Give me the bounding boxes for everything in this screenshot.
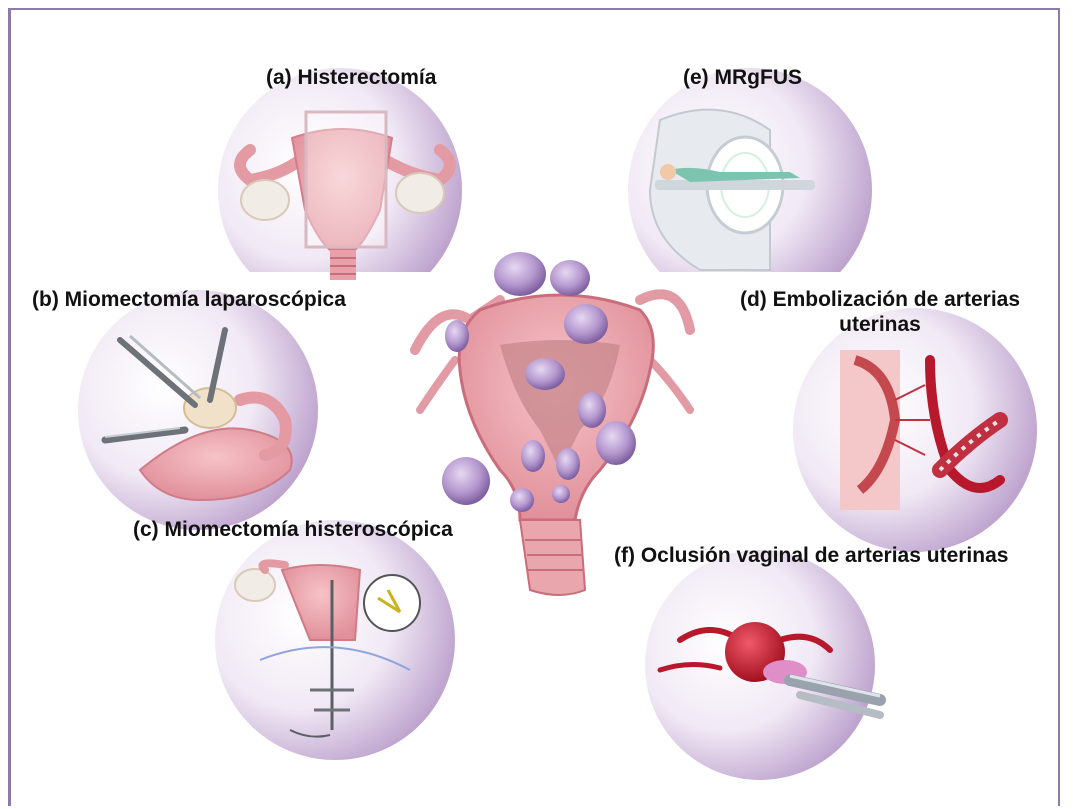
hysteroscopic-myomectomy-illustration xyxy=(215,520,455,760)
label-hysteroscopic-myomectomy: (c) Miomectomía histeroscópica xyxy=(133,517,453,542)
label-vaginal-occlusion: (f) Oclusión vaginal de arterias uterina… xyxy=(614,543,1008,568)
laparoscopic-myomectomy-illustration xyxy=(78,290,318,530)
vaginal-occlusion-illustration xyxy=(645,550,880,780)
label-embolization-line1: (d) Embolización de arterias xyxy=(720,287,1040,312)
label-mrgfus: (e) MRgFUS xyxy=(683,65,802,90)
label-embolization-line2: uterinas xyxy=(720,312,1040,337)
label-laparoscopic-myomectomy: (b) Miomectomía laparoscópica xyxy=(32,287,346,312)
label-hysterectomy: (a) Histerectomía xyxy=(266,65,436,90)
mrgfus-illustration xyxy=(620,68,880,312)
label-uterine-artery-embolization: (d) Embolización de arterias uterinas xyxy=(720,287,1040,337)
uterine-artery-embolization-illustration xyxy=(793,308,1037,552)
